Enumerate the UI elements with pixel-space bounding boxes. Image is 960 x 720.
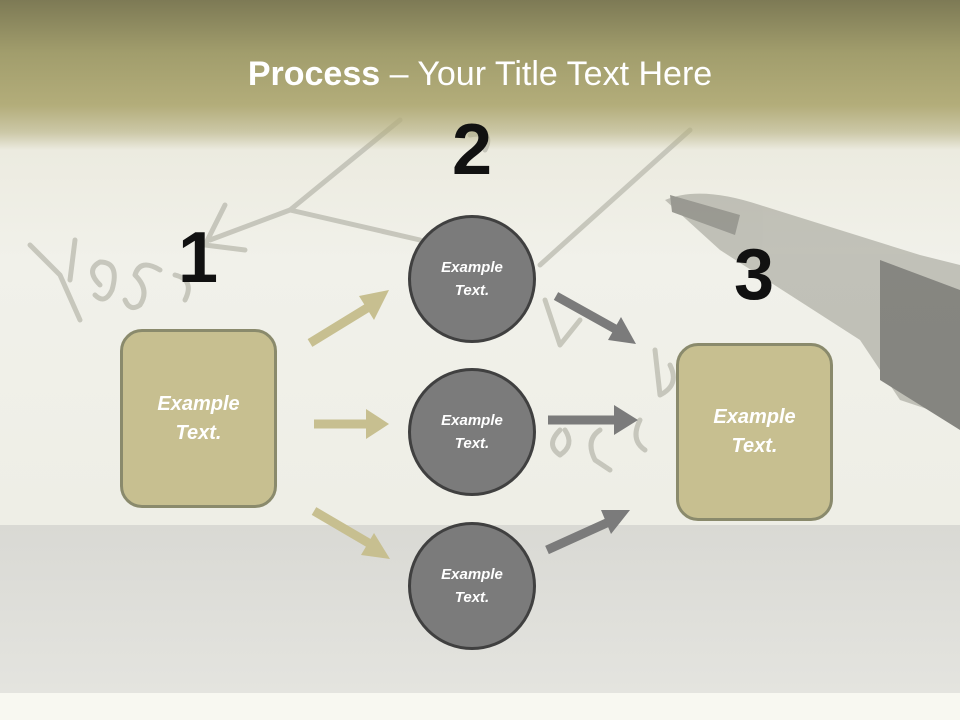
step-2-node-top-text: Example Text. (441, 259, 503, 299)
step-2-node-middle-text: Example Text. (441, 412, 503, 452)
arrow-1-to-bottom (311, 507, 390, 559)
slide-title: Process – Your Title Text Here (0, 52, 960, 96)
step-1-box: Example Text. (120, 329, 277, 508)
step-2-node-bottom: Example Text. (408, 522, 536, 650)
step-number-1: 1 (177, 218, 219, 298)
arrow-1-to-middle (314, 409, 389, 439)
step-number-3: 3 (733, 235, 775, 315)
step-2-node-bottom-text: Example Text. (441, 566, 503, 606)
arrow-top-to-3 (553, 292, 636, 344)
background-footer-band (0, 693, 960, 720)
title-bold: Process (247, 55, 381, 93)
step-3-text: Example Text. (713, 406, 796, 457)
arrow-middle-to-3 (548, 405, 638, 435)
arrow-bottom-to-3 (545, 510, 630, 555)
step-2-node-middle: Example Text. (408, 368, 536, 496)
step-number-2: 2 (451, 110, 493, 190)
step-3-box: Example Text. (676, 343, 833, 521)
step-1-text: Example Text. (157, 392, 240, 444)
arrow-1-to-top (307, 290, 389, 347)
step-2-node-top: Example Text. (408, 215, 536, 343)
title-band (0, 0, 960, 150)
title-rest: – Your Title Text Here (380, 55, 713, 93)
